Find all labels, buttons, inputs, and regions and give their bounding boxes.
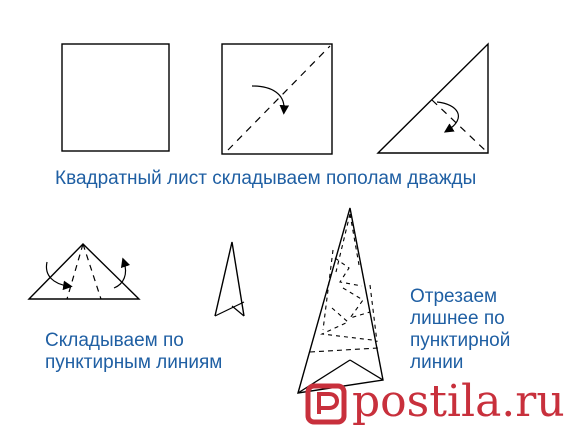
caption-cut-excess: Отрезаем лишнее по пунктирной линии bbox=[410, 286, 511, 373]
step1-square bbox=[61, 43, 170, 152]
watermark-text: postila.ru bbox=[352, 376, 565, 427]
step2-square-diagonal bbox=[221, 43, 333, 155]
postila-watermark: postila.ru bbox=[300, 372, 569, 434]
postila-logo-icon bbox=[305, 383, 347, 425]
caption-fold-dotted-lines: Складываем по пунктирным линиям bbox=[45, 330, 223, 373]
step6-tall-triangle-cuts bbox=[297, 207, 384, 394]
step4-triangle-folds bbox=[27, 243, 141, 300]
step5-folded-cone bbox=[214, 241, 245, 317]
caption-fold-square-twice: Квадратный лист складываем пополам дважд… bbox=[55, 168, 477, 189]
step3-triangle bbox=[376, 42, 489, 154]
